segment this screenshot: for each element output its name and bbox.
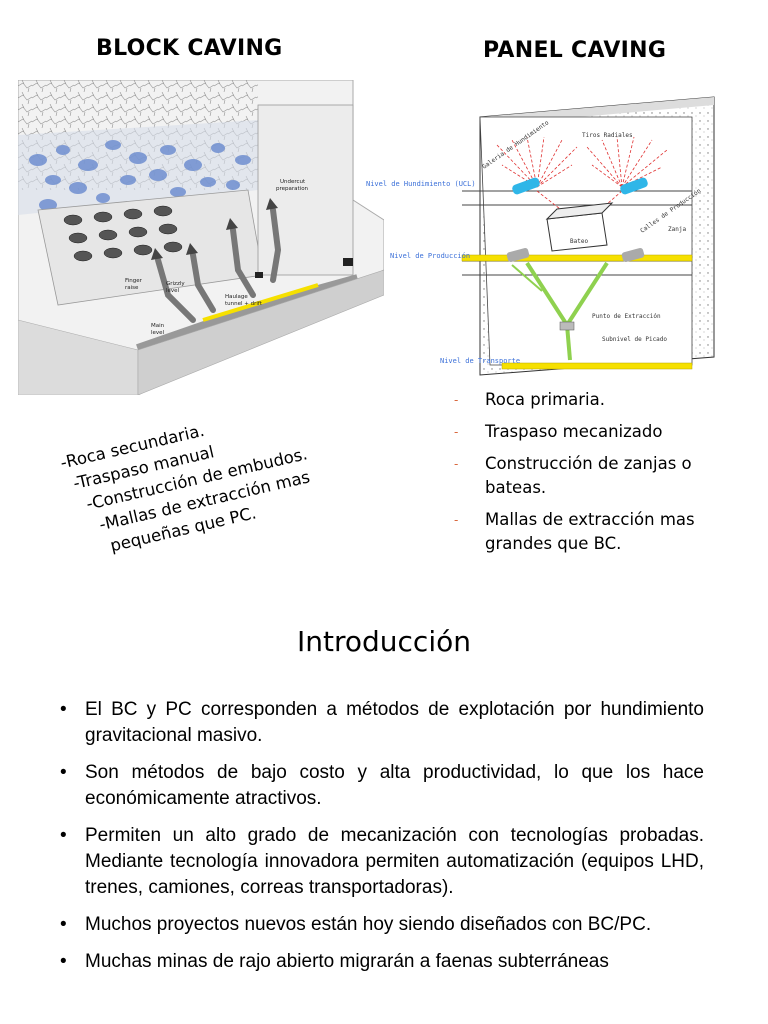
dash-bullet-icon: - (454, 452, 458, 476)
bullet-dot-icon: • (60, 823, 67, 849)
svg-text:preparation: preparation (276, 186, 309, 192)
intro-title: Introducción (0, 625, 768, 658)
pc-item: -Traspaso mecanizado (452, 420, 722, 444)
bc-label-haulage: Haulage (225, 294, 248, 300)
intro-bullet: •El BC y PC corresponden a métodos de ex… (60, 697, 704, 749)
intro-bullets: •El BC y PC corresponden a métodos de ex… (60, 697, 704, 986)
block-caving-title: BLOCK CAVING (96, 36, 283, 61)
svg-text:tunnel + drift: tunnel + drift (225, 301, 263, 307)
pc-label-nivel-produccion: Nivel de Producción (390, 252, 470, 260)
intro-bullet: •Permiten un alto grado de mecanización … (60, 823, 704, 901)
pc-label-bateo: Bateo (570, 238, 588, 245)
bc-label-finger-raise: Finger (125, 278, 143, 284)
pc-label-nivel-transporte: Nivel de Transporte (440, 357, 520, 365)
pc-item: -Mallas de extracción mas grandes que BC… (452, 508, 722, 556)
pc-label-tiros: Tiros Radiales (582, 132, 633, 139)
bc-label-undercut: Undercut (280, 179, 306, 185)
panel-caving-list: -Roca primaria. -Traspaso mecanizado -Co… (452, 388, 722, 564)
pc-label-punto: Punto de Extracción (592, 313, 661, 320)
pc-label-zanja: Zanja (668, 226, 686, 233)
dash-bullet-icon: - (454, 508, 458, 532)
bullet-dot-icon: • (60, 760, 67, 786)
pc-item: -Construcción de zanjas o bateas. (452, 452, 722, 500)
intro-bullet: •Son métodos de bajo costo y alta produc… (60, 760, 704, 812)
bullet-dot-icon: • (60, 697, 67, 723)
svg-text:raise: raise (125, 285, 139, 291)
dash-bullet-icon: - (454, 420, 458, 444)
pc-label-subnivel: Subnivel de Picado (602, 336, 667, 343)
panel-caving-diagram: Nivel de Hundimiento (UCL) Nivel de Prod… (362, 95, 740, 380)
dash-bullet-icon: - (454, 388, 458, 412)
bullet-dot-icon: • (60, 912, 67, 938)
svg-text:level: level (151, 330, 165, 336)
svg-text:level: level (166, 288, 180, 294)
pc-item: -Roca primaria. (452, 388, 722, 412)
bc-label-grizzly: Grizzly (166, 281, 185, 287)
pc-label-nivel-hundimiento: Nivel de Hundimiento (UCL) (366, 180, 476, 188)
block-caving-list-clip: -Roca secundaria. -Traspaso manual -Cons… (40, 400, 380, 575)
intro-bullet: •Muchas minas de rajo abierto migrarán a… (60, 949, 704, 975)
block-caving-list: -Roca secundaria. -Traspaso manual -Cons… (58, 401, 304, 564)
block-caving-diagram: Undercut preparation Finger raise Grizzl… (18, 80, 384, 395)
bullet-dot-icon: • (60, 949, 67, 975)
bc-label-main-level: Main (151, 323, 165, 329)
intro-bullet: •Muchos proyectos nuevos están hoy siend… (60, 912, 704, 938)
panel-caving-title: PANEL CAVING (483, 38, 666, 63)
